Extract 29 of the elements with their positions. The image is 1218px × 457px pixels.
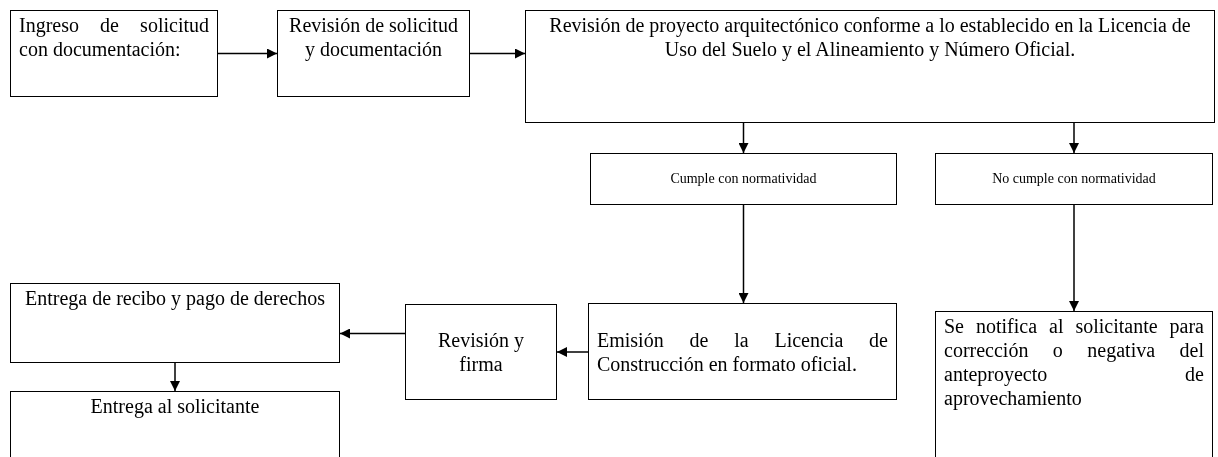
arrow [469,48,526,59]
box-label: No cumple con normatividad [991,169,1157,188]
process-box [935,311,1213,457]
process-box [10,283,340,363]
process-box [405,304,557,400]
box-label: Se notifica al solicitante para corrección o negativa del anteproyecto de aprovechamiento [943,314,1205,412]
box-label: Revisión y firma [436,328,526,377]
arrow [738,122,749,154]
box-label: Revisión de solicitud y documentación [288,13,459,63]
process-box [277,10,470,97]
arrow [738,204,749,304]
arrow [1069,122,1079,154]
box-label: Ingreso de solicitud con documentación: [18,13,210,62]
process-box [588,303,897,400]
arrow [1069,204,1079,312]
box-label: Revisión de proyecto arquitectónico conforme a lo establecido en la Licencia de Uso del Suelo y el Alineamiento y Número Oficial. [548,13,1192,63]
process-box [935,153,1213,205]
arrow [170,362,180,392]
box-label: Entrega al solicitante [89,394,261,420]
process-box [10,10,218,97]
arrow [217,48,278,59]
process-box [10,391,340,457]
box-label: Emisión de la Licencia de Construcción en formato oficial. [596,327,889,377]
arrow [556,347,589,357]
box-label: Cumple con normatividad [669,169,818,188]
process-box [525,10,1215,123]
box-label: Entrega de recibo y pago de derechos [24,286,326,312]
arrow [339,328,406,339]
process-box [590,153,897,205]
